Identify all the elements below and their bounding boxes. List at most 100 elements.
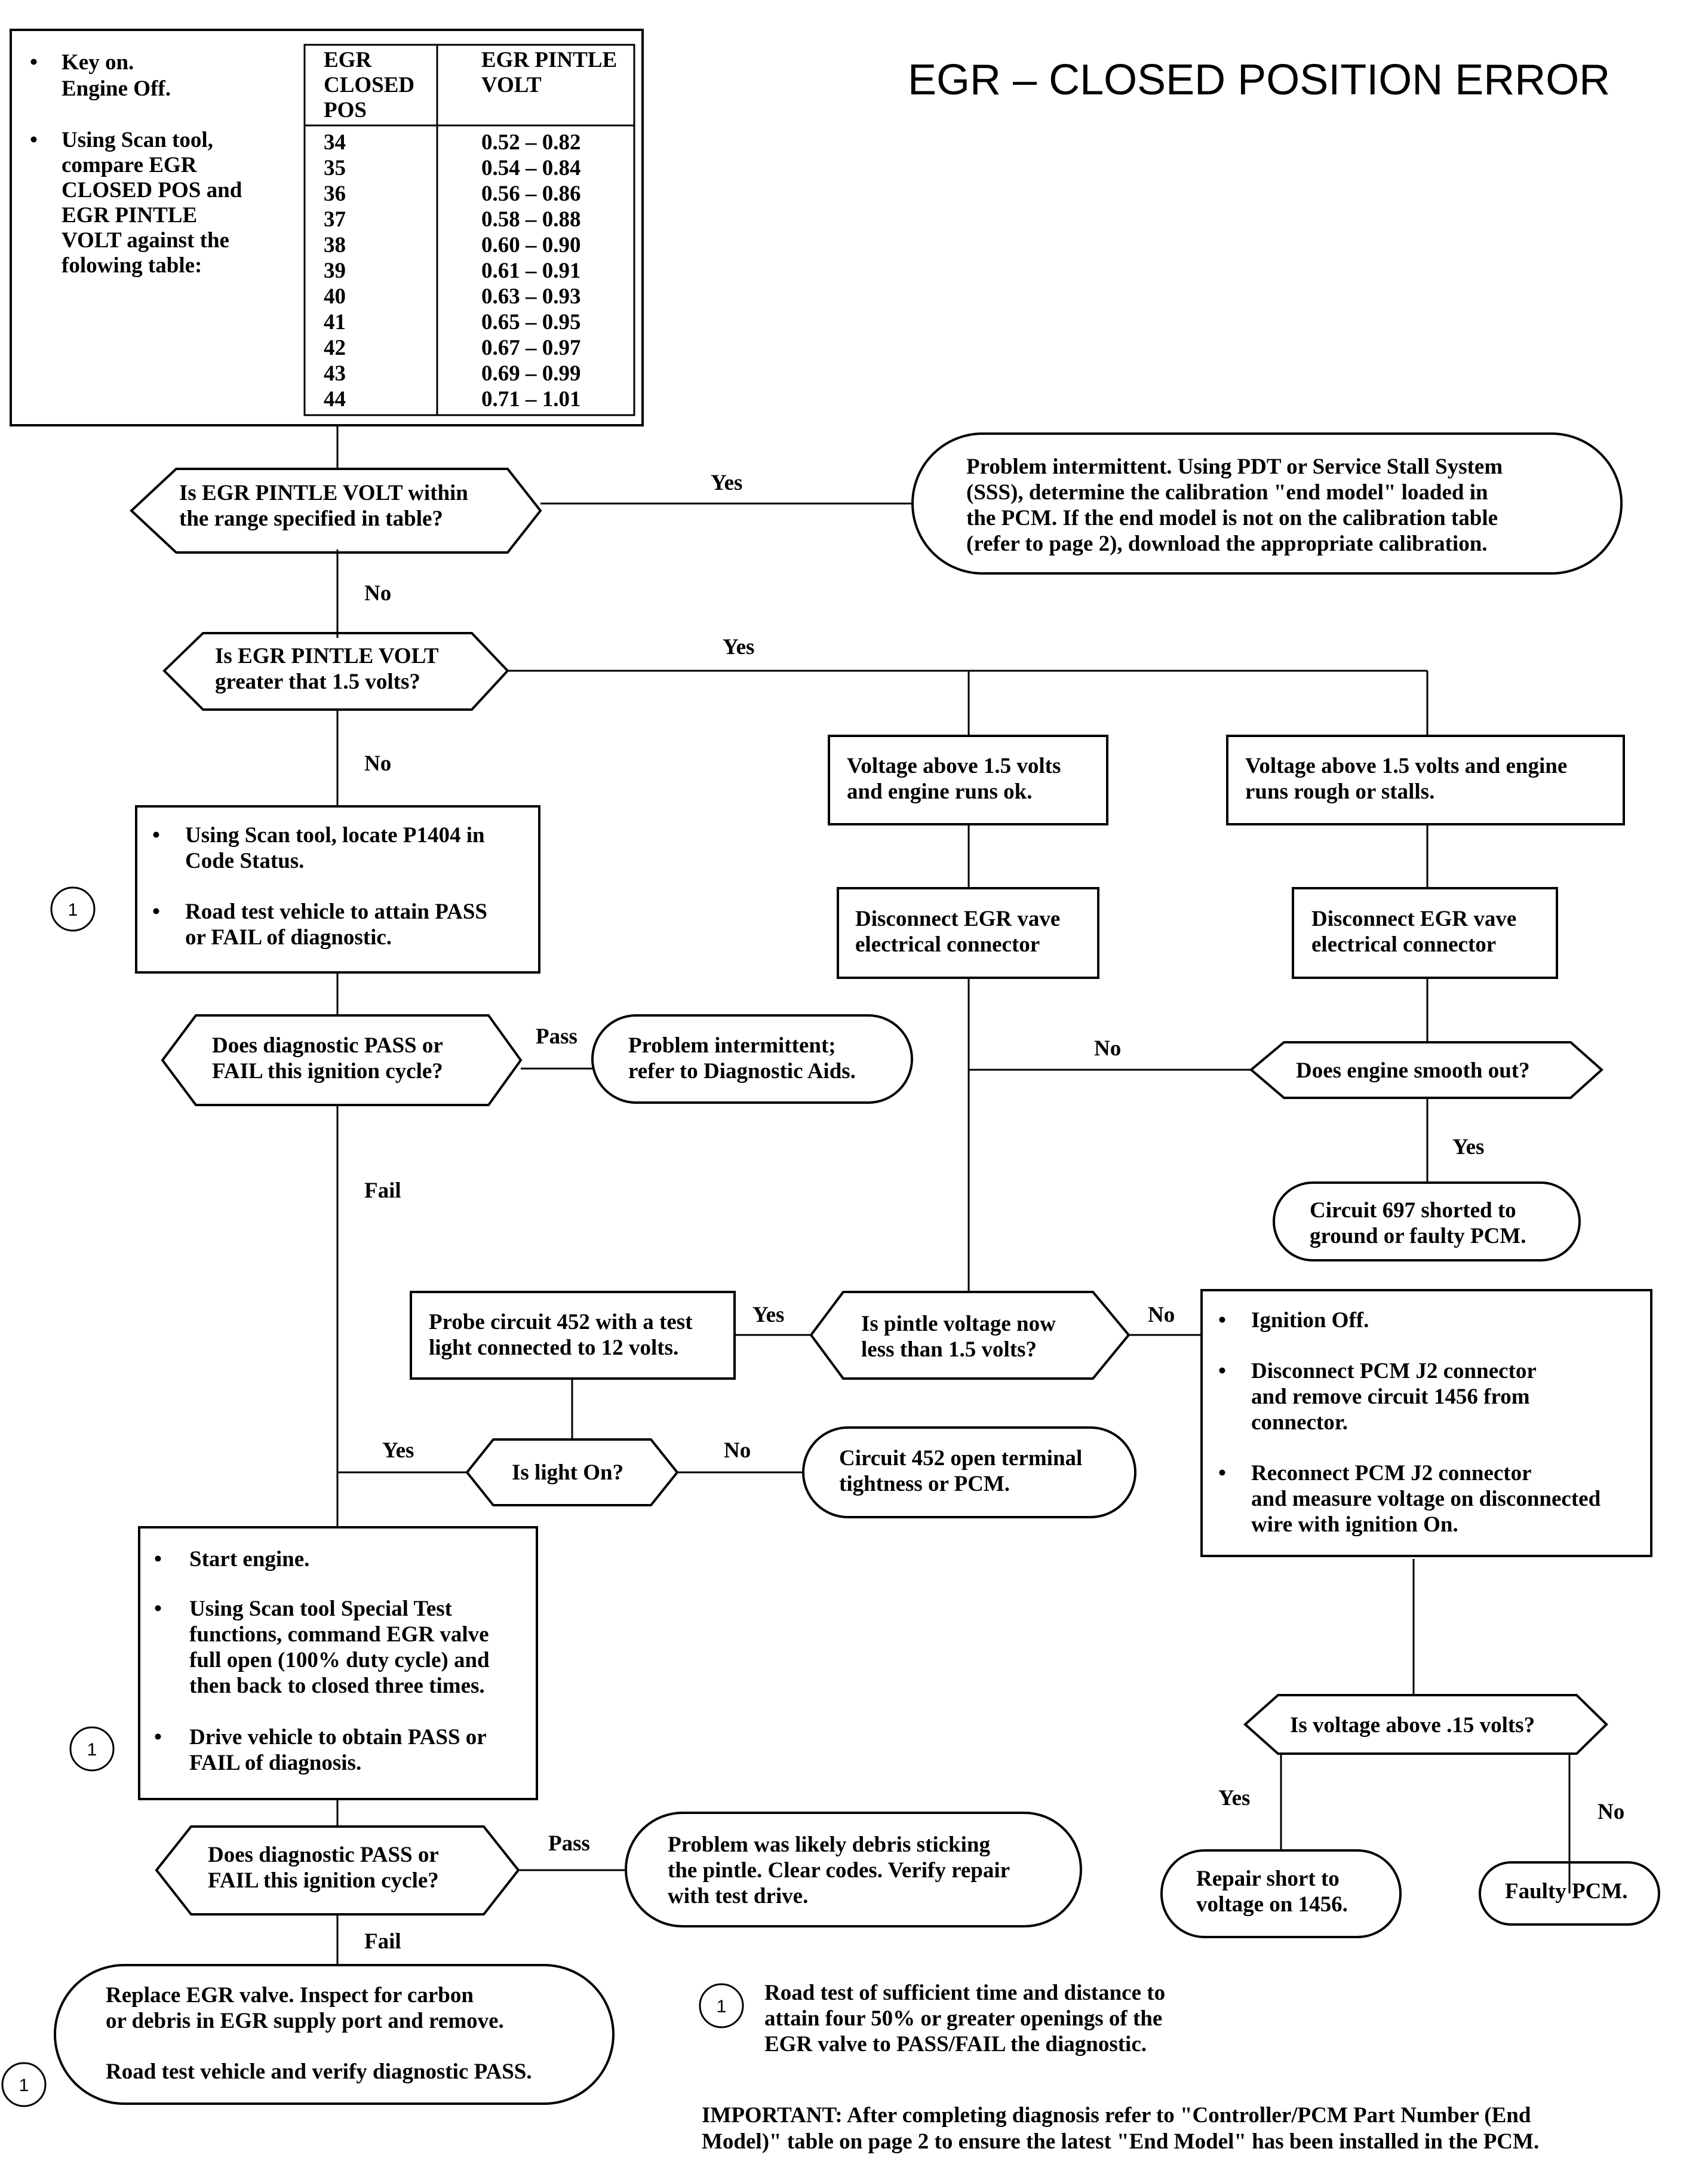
box-bullet-2-line-4: then back to closed three times. [189, 1674, 485, 1698]
label-no: No [1094, 1036, 1121, 1061]
box-bullet-3-line-1: Reconnect PCM J2 connector [1251, 1461, 1532, 1485]
footnote-line-3: EGR valve to PASS/FAIL the diagnostic. [764, 2032, 1147, 2056]
start-bullet-1-line-1: Key on. [62, 50, 134, 75]
terminal-text-line-4: Road test vehicle and verify diagnostic … [106, 2059, 532, 2084]
reference-number: 1 [717, 1997, 727, 2016]
terminal-text-line-4: (refer to page 2), download the appropri… [966, 532, 1488, 556]
label-fail: Fail [364, 1178, 401, 1203]
bullet-dot: • [152, 823, 160, 848]
box-disconnect-egr-1: Disconnect EGR vave electrical connector [837, 887, 1099, 979]
terminal-text-line-3: with test drive. [668, 1884, 808, 1908]
terminal-text-line-1: Problem intermittent. Using PDT or Servi… [966, 455, 1503, 479]
terminal-text-line-1: Problem was likely debris sticking [668, 1833, 990, 1857]
bullet-dot: • [154, 1597, 162, 1621]
table-header-left-2: CLOSED [324, 73, 414, 97]
box-text-line-2: runs rough or stalls. [1245, 779, 1434, 804]
important-note: IMPORTANT: After completing diagnosis re… [702, 2103, 1539, 2154]
bullet-dot: • [1218, 1461, 1226, 1485]
table-cell-pintle-volt: 0.61 – 0.91 [481, 259, 581, 283]
label-no: No [724, 1438, 751, 1463]
box-voltage-engine-rough: Voltage above 1.5 volts and engine runs … [1226, 735, 1625, 825]
decision-text-line-1: Is voltage above .15 volts? [1290, 1713, 1535, 1738]
box-bullet-3-line-3: wire with ignition On. [1251, 1512, 1458, 1537]
label-no: No [364, 751, 391, 776]
box-text-line-2: electrical connector [855, 932, 1040, 957]
terminal-text-line-1: Circuit 697 shorted to [1310, 1198, 1516, 1223]
label-yes: Yes [1218, 1786, 1250, 1810]
terminal-text-line-2: ground or faulty PCM. [1310, 1224, 1526, 1248]
label-yes: Yes [752, 1303, 784, 1327]
decision-text-line-1: Does diagnostic PASS or [208, 1843, 439, 1867]
start-bullet-2-line-3: CLOSED POS and [62, 178, 242, 202]
box-probe-circuit-452: Probe circuit 452 with a test light conn… [410, 1291, 736, 1380]
label-no: No [1598, 1800, 1624, 1824]
decision-pass-fail-1: Does diagnostic PASS or FAIL this igniti… [161, 1014, 523, 1106]
decision-text-line-2: less than 1.5 volts? [861, 1337, 1037, 1362]
box-bullet-1-line-2: Code Status. [185, 849, 304, 873]
box-text-line-2: electrical connector [1311, 932, 1496, 957]
footnote-line-2: attain four 50% or greater openings of t… [764, 2006, 1162, 2031]
decision-text-line-1: Does diagnostic PASS or [212, 1033, 443, 1058]
box-bullet-3-line-2: FAIL of diagnosis. [189, 1751, 361, 1775]
label-pass: Pass [536, 1024, 577, 1049]
label-yes: Yes [723, 635, 754, 659]
terminal-text-line-2: refer to Diagnostic Aids. [628, 1059, 856, 1084]
terminal-circuit-452-open: Circuit 452 open terminal tightness or P… [802, 1426, 1136, 1518]
terminal-text-line-1: Circuit 452 open terminal [839, 1446, 1082, 1471]
decision-text-line-2: FAIL this ignition cycle? [208, 1868, 439, 1893]
box-disconnect-egr-2: Disconnect EGR vave electrical connector [1292, 887, 1558, 979]
table-cell-closed-pos: 35 [324, 156, 346, 180]
table-header-right-1: EGR PINTLE [481, 48, 617, 72]
box-bullet-3-line-1: Drive vehicle to obtain PASS or [189, 1725, 487, 1749]
decision-pintle-less-than-1-5: Is pintle voltage now less than 1.5 volt… [809, 1291, 1131, 1380]
table-cell-pintle-volt: 0.71 – 1.01 [481, 387, 581, 412]
table-cell-closed-pos: 42 [324, 336, 346, 360]
reference-number: 1 [87, 1740, 97, 1760]
decision-pintle-volt-in-range: Is EGR PINTLE VOLT within the range spec… [130, 468, 542, 554]
box-bullet-1-line-1: Ignition Off. [1251, 1308, 1369, 1333]
table-cell-closed-pos: 36 [324, 182, 346, 206]
table-cell-pintle-volt: 0.65 – 0.95 [481, 310, 581, 334]
decision-text-line-1: Is EGR PINTLE VOLT within [179, 481, 468, 505]
reference-number: 1 [19, 2076, 29, 2095]
table-cell-pintle-volt: 0.69 – 0.99 [481, 361, 581, 386]
box-bullet-2-line-1: Using Scan tool Special Test [189, 1597, 453, 1621]
reference-marker-1: 1 [69, 1726, 115, 1772]
start-bullet-2-line-2: compare EGR [62, 153, 198, 177]
box-bullet-2-line-2: or FAIL of diagnostic. [185, 925, 392, 950]
decision-voltage-above-0-15: Is voltage above .15 volts? [1243, 1694, 1608, 1755]
table-cell-closed-pos: 43 [324, 361, 346, 386]
table-cell-pintle-volt: 0.60 – 0.90 [481, 233, 581, 257]
terminal-text-line-2: tightness or PCM. [839, 1472, 1010, 1496]
reference-marker-1: 1 [50, 886, 96, 932]
table-cell-closed-pos: 41 [324, 310, 346, 334]
box-bullet-2-line-3: connector. [1251, 1410, 1348, 1435]
table-cell-closed-pos: 37 [324, 207, 346, 232]
terminal-repair-short-1456: Repair short to voltage on 1456. [1160, 1849, 1402, 1938]
start-bullet-2-line-5: VOLT against the [62, 228, 229, 253]
terminal-text-line-1: Replace EGR valve. Inspect for carbon [106, 1983, 474, 2008]
table-cell-pintle-volt: 0.58 – 0.88 [481, 207, 581, 232]
reference-marker-1: 1 [1, 2062, 47, 2107]
decision-text-line-1: Does engine smooth out? [1296, 1058, 1530, 1083]
footnote: 1 Road test of sufficient time and dista… [699, 1981, 1165, 2056]
label-yes: Yes [711, 471, 742, 495]
table-cell-pintle-volt: 0.52 – 0.82 [481, 130, 581, 155]
decision-text-line-1: Is pintle voltage now [861, 1312, 1056, 1336]
box-bullet-1-line-1: Start engine. [189, 1547, 309, 1571]
table-header-left-3: POS [324, 98, 367, 122]
label-yes: Yes [1452, 1135, 1484, 1159]
terminal-text-line-2: (SSS), determine the calibration "end mo… [966, 480, 1488, 505]
start-box-bullets: • Key on. Engine Off. • Using Scan tool,… [30, 50, 242, 278]
page-title: EGR – CLOSED POSITION ERROR [908, 56, 1610, 104]
box-text-line-1: Disconnect EGR vave [1311, 907, 1516, 931]
box-text-line-2: and engine runs ok. [847, 779, 1033, 804]
decision-pass-fail-2: Does diagnostic PASS or FAIL this igniti… [155, 1825, 520, 1916]
box-bullet-2-line-1: Disconnect PCM J2 connector [1251, 1359, 1537, 1383]
terminal-problem-intermittent-diag-aids: Problem intermittent; refer to Diagnosti… [591, 1014, 913, 1104]
terminal-text-line-1: Problem intermittent; [628, 1033, 836, 1058]
table-cell-pintle-volt: 0.54 – 0.84 [481, 156, 581, 180]
